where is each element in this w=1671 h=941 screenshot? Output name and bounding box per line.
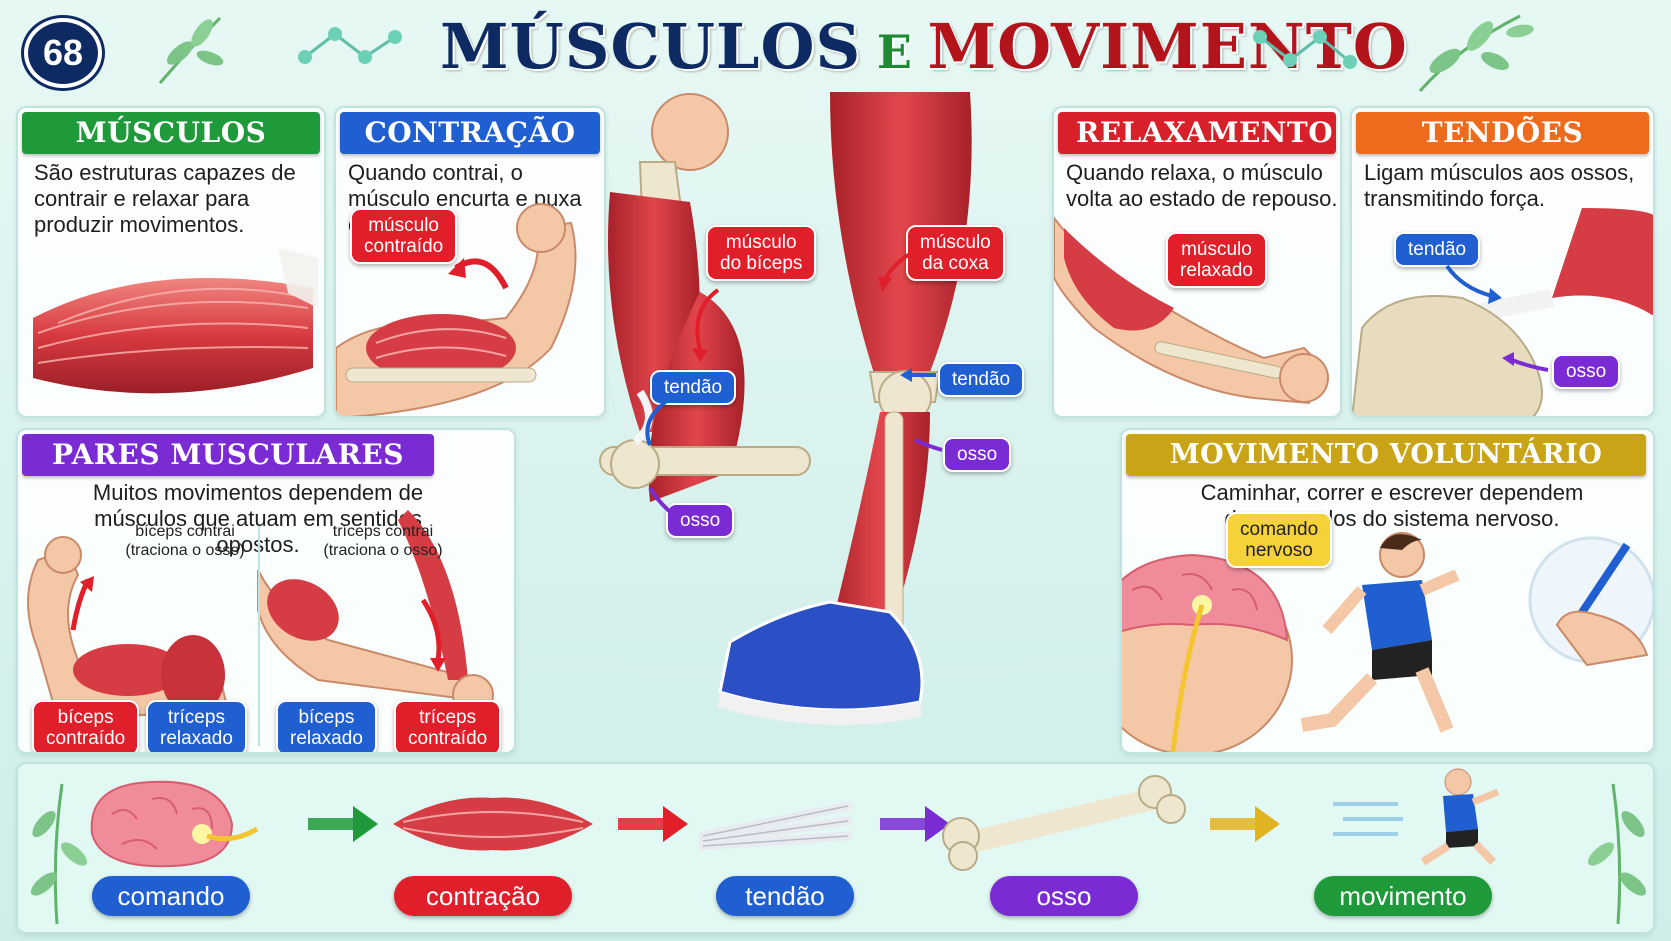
writing-hand-illustration [1528,536,1653,667]
label-biceps-relaxado: bíceps relaxado [276,700,377,752]
page-number: 68 [42,32,84,73]
label-osso-tendoes: osso [1552,354,1621,389]
biceps-triceps-left-illustration [27,536,230,722]
flow-step-tendao: tendão [716,876,854,916]
molecule-icon-right [1253,30,1357,69]
running-boy-illustration [1300,532,1460,733]
relaxed-arm-illustration [1054,216,1329,405]
panel-contracao-title: CONTRAÇÃO [340,112,600,154]
arrow-green-icon [308,806,378,842]
panel-voluntario-title: MOVIMENTO VOLUNTÁRIO [1126,434,1646,476]
muscle-icon [393,797,593,851]
panel-musculos-text: São estruturas capazes de contrair e rel… [34,160,296,237]
flow-leaves-left [30,783,88,925]
flow-step-movimento: movimento [1314,876,1492,916]
tendoes-arrows [1445,264,1549,372]
running-icon [1333,768,1500,866]
label-triceps-contraido: tríceps contraído [394,700,502,752]
flow-step-contracao: contração [394,876,572,916]
panel-tendoes-text: Ligam músculos aos ossos, transmitindo f… [1364,160,1635,211]
pares-divider [258,526,260,746]
panel-relaxamento-text: Quando relaxa, o músculo volta ao estado… [1066,160,1338,211]
page-number-badge: 68 [24,18,102,88]
header-leaves-right [1418,14,1534,92]
page-title: MÚSCULOS E MOVIMENTO [440,10,1407,92]
note-biceps-contrai: bíceps contrai (traciona o osso) [125,523,245,559]
panel-relaxamento-title: RELAXAMENTO [1058,112,1336,154]
panel-pares-text: Muitos movimentos dependem de músculos q… [92,480,424,557]
flexed-arm-illustration [336,203,577,416]
arrow-yellow-icon [1210,806,1280,842]
label-tendao-braco: tendão [650,370,737,405]
title-part-musculos: MÚSCULOS [440,10,862,83]
panel-contracao: CONTRAÇÃO Quando contrai, o músculo encu… [334,106,606,418]
arrow-purple-icon [880,806,950,842]
label-triceps-relaxado: tríceps relaxado [146,700,247,752]
label-osso-braco: osso [666,503,735,538]
title-connector: E [876,25,912,79]
label-tendao-perna: tendão [938,362,1025,397]
panel-movimento-voluntario: MOVIMENTO VOLUNTÁRIO Caminhar, correr e … [1120,428,1655,754]
label-comando-nervoso: comando nervoso [1226,512,1333,568]
header-leaves-left [158,16,224,84]
flow-strip: comando contração tendão osso movimento [16,762,1655,934]
label-biceps-contraido: bíceps contraído [32,700,140,752]
muscle-fibers-illustration [33,248,318,394]
panel-musculos: MÚSCULOS São estruturas capazes de contr… [16,106,326,418]
panel-pares-musculares: PARES MUSCULARES Muitos movimentos depen… [16,428,516,754]
brain-child-illustration [1122,553,1293,752]
label-tendao-tendoes: tendão [1394,232,1481,267]
molecule-icon-left [298,27,402,64]
label-osso-perna: osso [943,437,1012,472]
label-musculo-biceps: músculo do bíceps [706,225,817,281]
panel-tendoes: TENDÕES Ligam músculos aos ossos, transm… [1350,106,1655,418]
arrow-red-icon [618,806,688,842]
panel-relaxamento: RELAXAMENTO Quando relaxa, o músculo vol… [1052,106,1342,418]
label-musculo-relaxado: músculo relaxado [1166,232,1267,288]
brain-icon [90,780,259,868]
panel-tendoes-title: TENDÕES [1356,112,1649,154]
title-part-movimento: MOVIMENTO [927,10,1408,83]
flow-leaves-right [1587,783,1647,925]
note-triceps-contrai: tríceps contrai (traciona o osso) [323,523,443,559]
label-musculo-contraido: músculo contraído [350,208,458,264]
tendon-bone-illustration [1352,208,1653,416]
center-leg-illustration [718,92,972,725]
flow-step-comando: comando [92,876,250,916]
panel-musculos-title: MÚSCULOS [22,112,320,154]
biceps-triceps-right-illustration [257,510,494,716]
flow-step-osso: osso [990,876,1138,916]
tendon-icon [698,801,853,851]
bone-icon [942,775,1186,871]
label-musculo-coxa: músculo da coxa [906,225,1005,281]
panel-pares-title: PARES MUSCULARES [22,434,434,476]
